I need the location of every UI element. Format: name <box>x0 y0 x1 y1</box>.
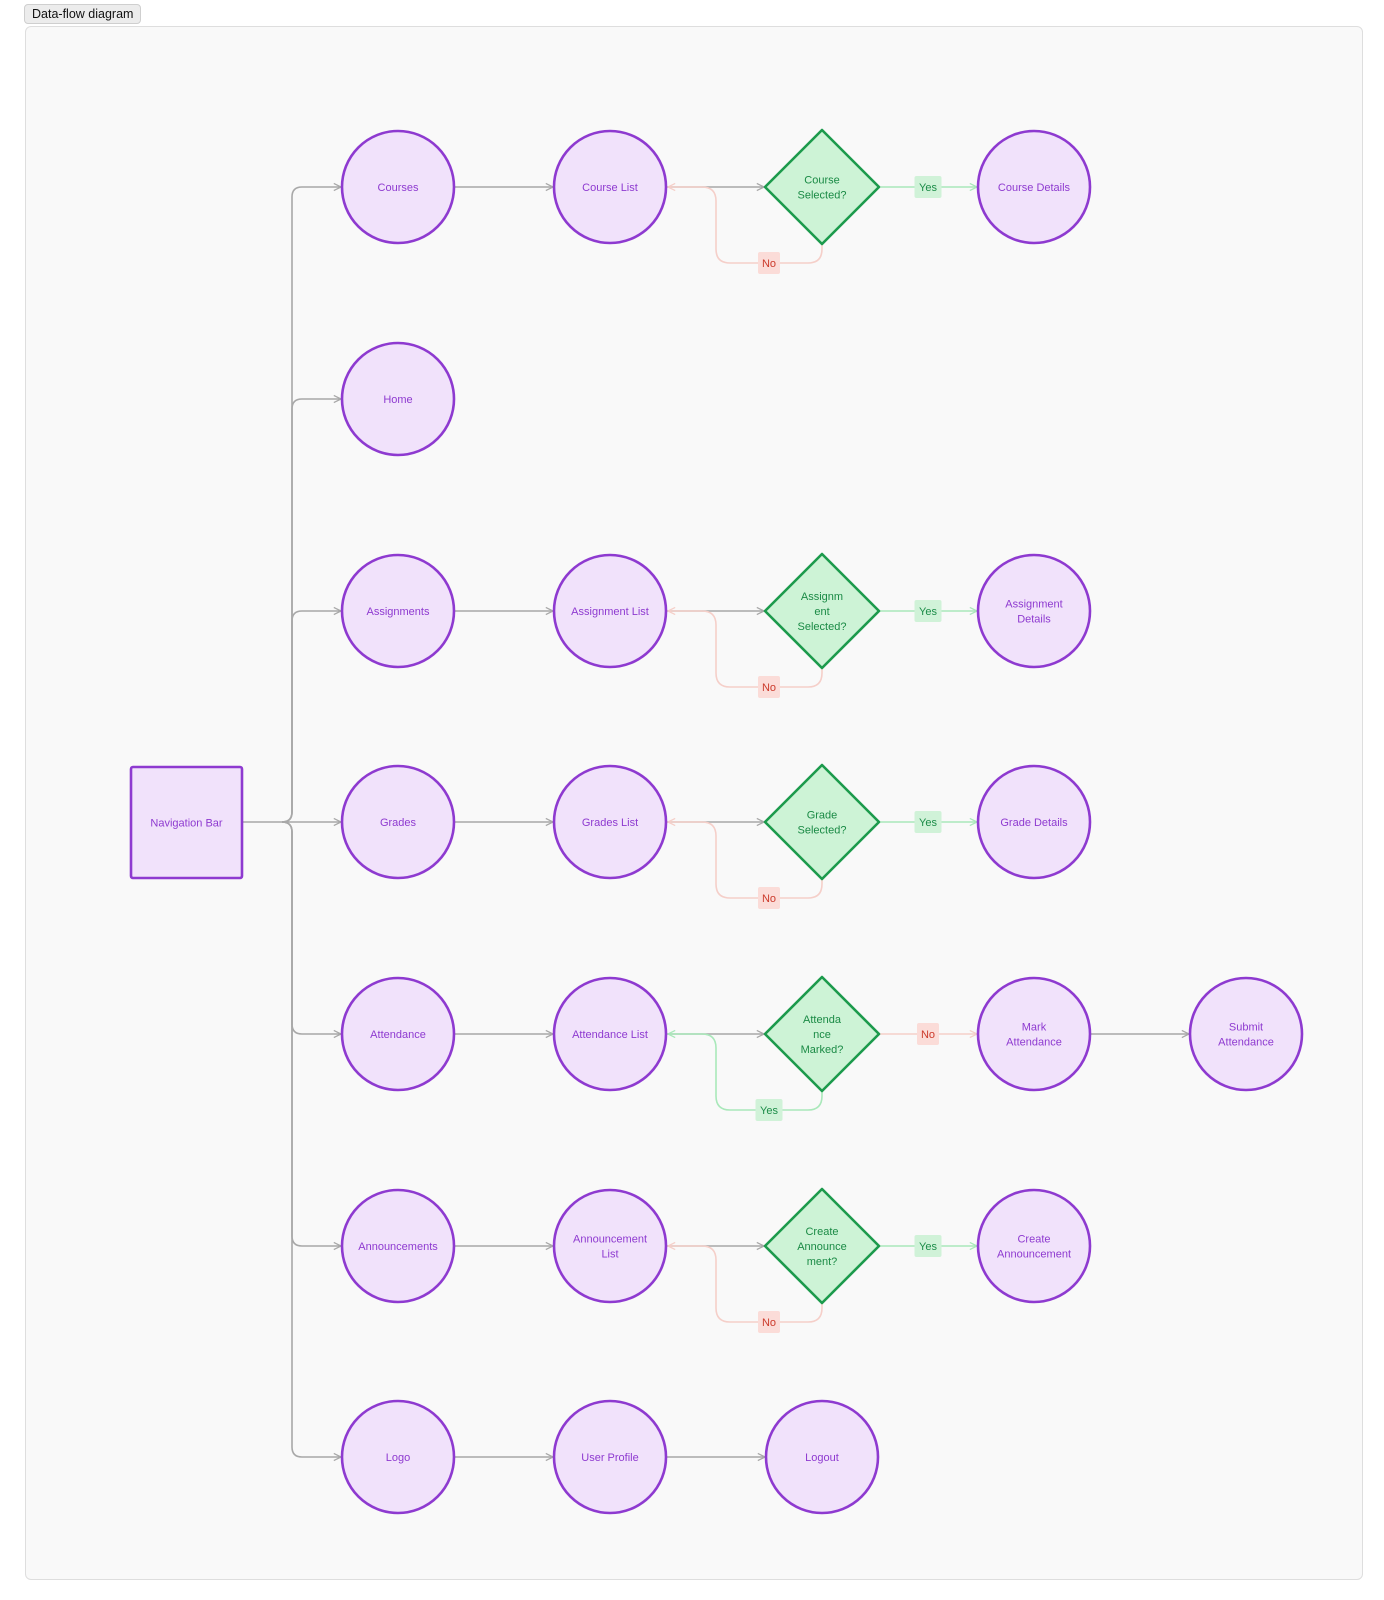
course-selected-loop-edge <box>668 187 823 264</box>
nav-branch-edge-4 <box>281 821 341 1034</box>
attendance-list-node[interactable]: Attendance List <box>552 976 668 1092</box>
assignment-selected-out-badge-text: Yes <box>919 606 937 618</box>
nav-branch-edge-6 <box>281 821 341 1457</box>
course-selected-loop-badge: No <box>758 252 780 274</box>
assignment-list-node[interactable]: Assignment List <box>552 553 668 669</box>
assignments-node-label: Assignments <box>367 606 430 618</box>
logo-node-label: Logo <box>386 1452 410 1464</box>
assignment-selected-out-badge: Yes <box>914 600 942 622</box>
assignment-selected-loop-badge-text: No <box>762 682 776 694</box>
attendance-marked-out-badge-text: No <box>921 1029 935 1041</box>
course-details-node[interactable]: Course Details <box>976 129 1092 245</box>
grades-list-node-label: Grades List <box>582 817 638 829</box>
attendance-marked-loop-badge-text: Yes <box>760 1105 778 1117</box>
attendance-marked-out-badge: No <box>917 1023 939 1045</box>
course-selected-out-badge-text: Yes <box>919 182 937 194</box>
course-details-node-label: Course Details <box>998 182 1071 194</box>
grade-details-node[interactable]: Grade Details <box>976 764 1092 880</box>
grades-list-node[interactable]: Grades List <box>552 764 668 880</box>
logout-node-label: Logout <box>805 1452 839 1464</box>
user-profile-node[interactable]: User Profile <box>552 1399 668 1515</box>
courses-node-label: Courses <box>378 182 419 194</box>
nav-branch-edge-0 <box>281 187 341 823</box>
create-announcement-q-out-badge: Yes <box>914 1235 942 1257</box>
home-node-label: Home <box>383 394 412 406</box>
announcements-node-label: Announcements <box>358 1241 438 1253</box>
attendance-node[interactable]: Attendance <box>340 976 456 1092</box>
assignment-selected-loop-edge <box>668 611 823 688</box>
course-list-node-label: Course List <box>582 182 638 194</box>
create-announcement-q-loop-badge-text: No <box>762 1317 776 1329</box>
create-announcement-q-out-badge-text: Yes <box>919 1241 937 1253</box>
assignment-list-node-label: Assignment List <box>571 606 649 618</box>
navigation-bar-node-label: Navigation Bar <box>150 818 222 830</box>
nav-branch-edge-2 <box>281 611 341 823</box>
attendance-node-label: Attendance <box>370 1029 426 1041</box>
announcements-node[interactable]: Announcements <box>340 1188 456 1304</box>
grade-selected-out-badge: Yes <box>914 811 942 833</box>
attendance-marked-loop-edge <box>668 1034 823 1111</box>
navigation-bar-node[interactable]: Navigation Bar <box>129 765 244 880</box>
assignments-node[interactable]: Assignments <box>340 553 456 669</box>
grade-details-node-label: Grade Details <box>1000 817 1068 829</box>
course-list-node[interactable]: Course List <box>552 129 668 245</box>
grade-selected-loop-badge-text: No <box>762 893 776 905</box>
grades-node-label: Grades <box>380 817 417 829</box>
courses-node[interactable]: Courses <box>340 129 456 245</box>
attendance-marked-loop-badge: Yes <box>755 1099 783 1121</box>
create-announcement-q-loop-badge: No <box>758 1311 780 1333</box>
diagram-type-tag: Data-flow diagram <box>24 4 142 24</box>
logout-node[interactable]: Logout <box>764 1399 880 1515</box>
course-selected-out-badge: Yes <box>914 176 942 198</box>
attendance-list-node-label: Attendance List <box>572 1029 648 1041</box>
diagram-canvas <box>25 26 1363 1580</box>
assignment-selected-loop-badge: No <box>758 676 780 698</box>
logo-node[interactable]: Logo <box>340 1399 456 1515</box>
grades-node[interactable]: Grades <box>340 764 456 880</box>
grade-selected-loop-badge: No <box>758 887 780 909</box>
grade-selected-out-badge-text: Yes <box>919 817 937 829</box>
home-node[interactable]: Home <box>340 341 456 457</box>
course-selected-loop-badge-text: No <box>762 258 776 270</box>
grade-selected-loop-edge <box>668 822 823 899</box>
create-announcement-q-loop-edge <box>668 1246 823 1323</box>
user-profile-node-label: User Profile <box>581 1452 638 1464</box>
